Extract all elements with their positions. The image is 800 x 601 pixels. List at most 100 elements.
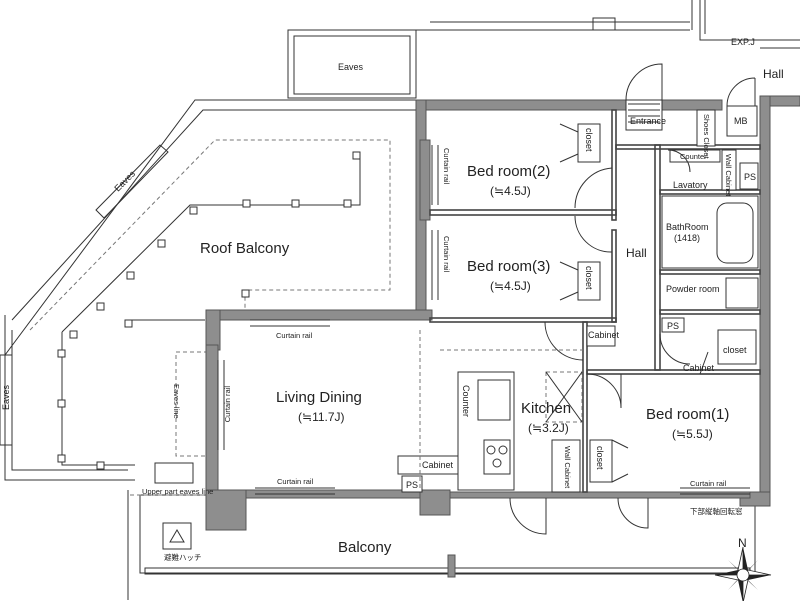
wall-cabinet-kitchen xyxy=(551,439,581,493)
lavatory-door xyxy=(667,149,691,173)
hall-door xyxy=(726,77,756,107)
shoes-closet xyxy=(696,109,716,147)
closet-bed3 xyxy=(577,261,601,301)
closet-bed2 xyxy=(577,123,601,163)
closet-bed3-label: closet xyxy=(584,266,594,290)
closet-bed1-doors xyxy=(611,439,629,483)
curtain-ld-bottom-line xyxy=(255,487,335,495)
cabinet-kitchen-label: Cabinet xyxy=(422,460,454,470)
curtain-bed3-label: Curtain rail xyxy=(442,236,451,273)
fixtures xyxy=(217,63,759,535)
closet-bed2-doors xyxy=(559,123,579,163)
bed2-size: (≒4.5J) xyxy=(490,184,531,198)
counter-kitchen-label: Counter xyxy=(461,385,471,417)
counter-top-label: Counter xyxy=(680,152,707,161)
exp-joint-edge xyxy=(740,39,800,49)
ps-mid-box xyxy=(661,317,685,333)
balcony-label: Balcony xyxy=(338,539,392,556)
closet-mid-label: closet xyxy=(723,345,747,355)
shoes-closet-label: Shoes Closet xyxy=(702,114,711,160)
curtain-bed1-label: Curtain rail xyxy=(690,479,727,488)
curtain-ld-top-label: Curtain rail xyxy=(276,331,313,340)
roof-balcony-rail xyxy=(61,155,361,333)
bed2-name: Bed room(2) xyxy=(467,163,550,180)
curtain-ld-side-line xyxy=(217,360,225,450)
roof-balcony-rail-left xyxy=(61,332,135,466)
outdoor-unit xyxy=(154,462,194,484)
balcony-divider xyxy=(447,554,456,578)
roof-outline-left-inner xyxy=(11,330,128,471)
hatch-label: 避難ハッチ xyxy=(164,552,202,562)
eaves-left-strip xyxy=(0,354,13,446)
eaves-roof-top xyxy=(287,29,417,99)
north-label: N xyxy=(738,536,747,550)
powder-room-label: Powder room xyxy=(666,284,720,294)
ld-door xyxy=(544,321,584,361)
hatch-triangle xyxy=(169,529,185,543)
entrance-steps xyxy=(628,103,660,123)
bed1-door xyxy=(586,373,622,409)
entrance-door xyxy=(625,63,663,101)
exp-joint-lines xyxy=(691,0,760,41)
bed3-name: Bed room(3) xyxy=(467,258,550,275)
bathroom-label: BathRoom xyxy=(666,222,709,232)
ps-bottom-label: PS xyxy=(406,480,418,490)
cabinet-right-label: Cabinet xyxy=(683,363,715,373)
mb-box xyxy=(726,105,758,137)
labels: Eaves Eaves Eaves EXP.J Hall MB Entrance… xyxy=(1,37,784,562)
closet-bed3-doors xyxy=(559,261,579,301)
roof-outline-inner xyxy=(11,109,416,321)
bed3-size: (≒4.5J) xyxy=(490,279,531,293)
curtain-bed2-line xyxy=(431,145,439,205)
eaves-top-edge xyxy=(416,21,690,31)
vent-top xyxy=(592,17,616,31)
roof-balcony-label: Roof Balcony xyxy=(200,240,290,257)
kitchen-balcony-door xyxy=(509,497,547,535)
curtain-bed2-label: Curtain rail xyxy=(442,148,451,185)
powder-door xyxy=(659,333,691,365)
escape-hatch xyxy=(162,522,192,550)
wall-cabinet-small xyxy=(721,149,737,191)
lower-note-label: 下部縦軸回転窓 xyxy=(690,506,743,516)
compass xyxy=(714,546,772,601)
curtain-bed1-line xyxy=(680,487,750,495)
kitchen-stove xyxy=(483,439,511,475)
cabinet-right-door xyxy=(699,351,720,375)
kitchen-upper-cabinet xyxy=(545,371,583,423)
curtain-ld-top-line xyxy=(250,319,330,327)
ps-top-box xyxy=(739,162,759,190)
counter-top xyxy=(669,149,721,163)
upper-eaves-label: Upper part eaves line xyxy=(142,487,213,496)
ps-mid-label: PS xyxy=(667,321,679,331)
curtain-bed3-line xyxy=(431,230,439,300)
ps-bottom-box xyxy=(401,475,423,493)
bathroom-size: (1418) xyxy=(674,233,700,243)
exterior-structures xyxy=(0,0,800,484)
mb-label: MB xyxy=(734,116,748,126)
curtain-ld-side-label: Curtain rail xyxy=(223,386,232,423)
roof-outline-left xyxy=(4,355,135,481)
kitchen-name: Kitchen xyxy=(521,400,571,417)
expj-label: EXP.J xyxy=(731,37,755,47)
closet-bed2-label: closet xyxy=(584,128,594,152)
kitchen-sink xyxy=(477,379,511,421)
kitchen-size: (≒3.2J) xyxy=(528,421,569,435)
roof-outline-outer xyxy=(4,99,416,357)
closet-bed1-label: closet xyxy=(595,446,605,470)
roof-balcony-parapet xyxy=(29,139,391,331)
closet-mid xyxy=(717,329,757,365)
cabinet-hall-label: Cabinet xyxy=(588,330,620,340)
eaves-top-label: Eaves xyxy=(338,62,364,72)
cabinet-hall xyxy=(586,325,616,347)
lavatory-label: Lavatory xyxy=(673,180,708,190)
wall-cabinet-kitchen-label: Wall Cabinet xyxy=(563,446,572,489)
eaves-line-label: Eaves line xyxy=(172,384,181,419)
bathtub xyxy=(716,202,754,264)
bed1-name: Bed room(1) xyxy=(646,406,729,423)
bed3-door xyxy=(574,215,613,253)
bed1-size: (≒5.5J) xyxy=(672,427,713,441)
hall-inside-label: Hall xyxy=(626,246,647,260)
eaves-left-label: Eaves xyxy=(1,384,11,410)
ps-top-label: PS xyxy=(744,172,756,182)
